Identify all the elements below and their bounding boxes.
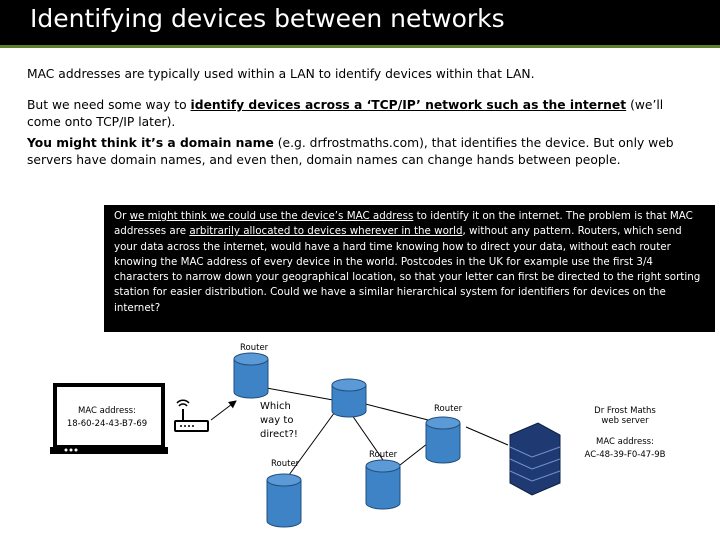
modem-icon <box>174 399 209 432</box>
router-5 <box>425 416 461 464</box>
laptop-mac-label: MAC address: <box>78 406 136 416</box>
network-diagram: Router Router Router Router MAC address:… <box>0 335 720 540</box>
para2-text: But we need some way to <box>27 98 191 112</box>
router-3 <box>266 473 302 528</box>
callout-underline-2: arbitrarily allocated to devices whereve… <box>189 225 463 238</box>
network-diagram-svg <box>50 352 561 528</box>
callout-text-3: , without any pattern. Routers, which se… <box>114 225 701 314</box>
laptop-mac-value: 18-60-24-43-B7-69 <box>66 419 148 429</box>
server-name-line-2: web server <box>601 416 649 426</box>
slide-title: Identifying devices between networks <box>30 4 505 33</box>
router-1 <box>233 352 269 399</box>
server-mac-label: MAC address: <box>596 437 654 447</box>
question-line-1: Which <box>260 401 291 412</box>
para3-text: (e.g. drfrostmaths.com), that identifies… <box>27 136 674 167</box>
para2-emphasis: identify devices across a ‘TCP/IP’ netwo… <box>190 98 627 112</box>
router-label-4: Router <box>369 450 398 460</box>
paragraph-tcpip: But we need some way to identify devices… <box>27 97 695 131</box>
callout-box: Or we might think we could use the devic… <box>104 205 715 332</box>
paragraph-mac-lan: MAC addresses are typically used within … <box>27 67 535 81</box>
router-4 <box>365 459 401 510</box>
link-r5-server <box>465 426 509 446</box>
arrow-modem-router <box>210 400 237 421</box>
server-icon <box>509 422 561 496</box>
laptop-icon <box>50 383 168 454</box>
question-line-2: way to <box>260 415 294 426</box>
direction-question: Which way to direct?! <box>260 400 298 442</box>
link-r2-r3 <box>288 404 341 476</box>
callout-text-2: to identify it on the internet. The prob… <box>114 210 693 238</box>
server-name-line-1: Dr Frost Maths <box>594 406 656 416</box>
title-bar: Identifying devices between networks <box>0 0 720 48</box>
router-label-3: Router <box>271 459 300 469</box>
para3-emphasis: You might think it’s a domain name <box>27 136 274 150</box>
router-label-1: Router <box>240 343 269 353</box>
router-label-5: Router <box>434 404 463 414</box>
callout-underline-1: we might think we could use the device’s… <box>129 210 414 222</box>
callout-text-1: Or <box>114 210 130 222</box>
server-name: Dr Frost Maths web server <box>590 406 660 426</box>
question-line-3: direct?! <box>260 429 298 440</box>
router-2 <box>331 378 367 418</box>
paragraph-domain-name: You might think it’s a domain name (e.g.… <box>27 135 695 169</box>
para2-tail: (we’ll come onto TCP/IP later). <box>27 98 664 129</box>
server-mac-value: AC-48-39-F0-47-9B <box>584 450 666 460</box>
